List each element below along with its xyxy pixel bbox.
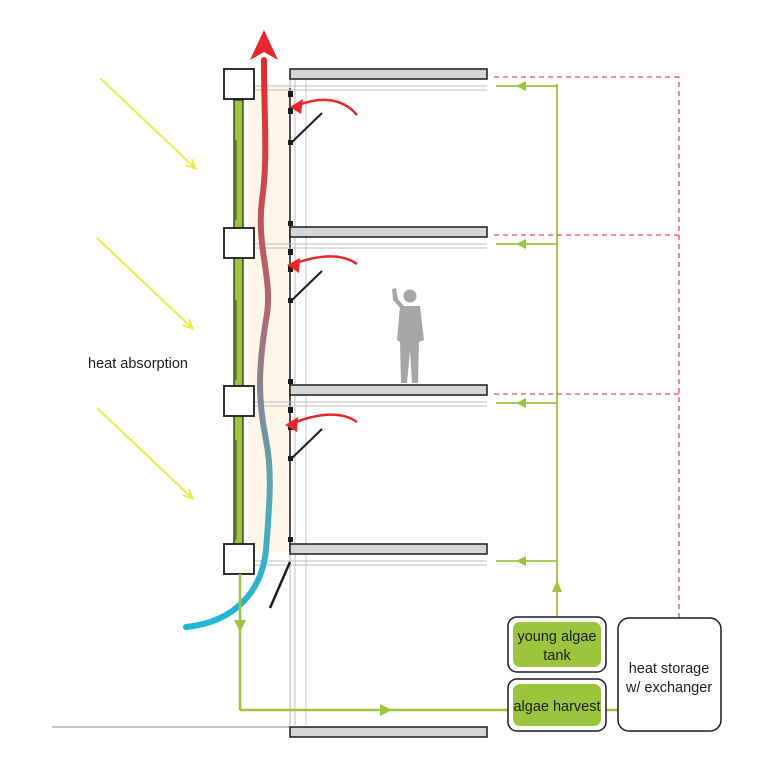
exhaust-arrow-heads [285, 99, 303, 432]
slab-4 [289, 543, 488, 555]
floor-slabs [255, 68, 488, 738]
algae-harvest-box: algae harvest [507, 678, 607, 732]
algae-harvest-label: algae harvest [513, 699, 600, 715]
young-algae-tank-label-line1: young algae [517, 629, 596, 645]
slab-1 [289, 68, 488, 80]
slab-ground [289, 726, 488, 738]
young-algae-tank-label-line2: tank [543, 648, 571, 664]
harvest-arrow-heads [234, 620, 392, 716]
heat-storage-label-line1: heat storage [629, 661, 710, 677]
person-icon [392, 288, 424, 383]
vent-flaps [268, 91, 323, 609]
heat-return-lines [491, 76, 680, 618]
young-algae-tank-box: young algae tank [507, 616, 607, 673]
heat-absorption-label: heat absorption [88, 356, 188, 372]
heat-storage-box: heat storage w/ exchanger [617, 617, 722, 732]
heat-storage-label-line2: w/ exchanger [625, 680, 712, 696]
exhaust-air-arrows [290, 98, 358, 426]
slab-2 [289, 226, 488, 238]
solar-rays [96, 77, 195, 498]
rising-air-stream [183, 57, 273, 630]
slab-3 [289, 384, 488, 396]
algae-supply-lines [496, 84, 558, 620]
facade-nodes [223, 68, 255, 575]
hot-air-exhaust-arrow [250, 30, 278, 60]
supply-arrow-heads [516, 81, 562, 592]
algae-panels [233, 99, 244, 545]
